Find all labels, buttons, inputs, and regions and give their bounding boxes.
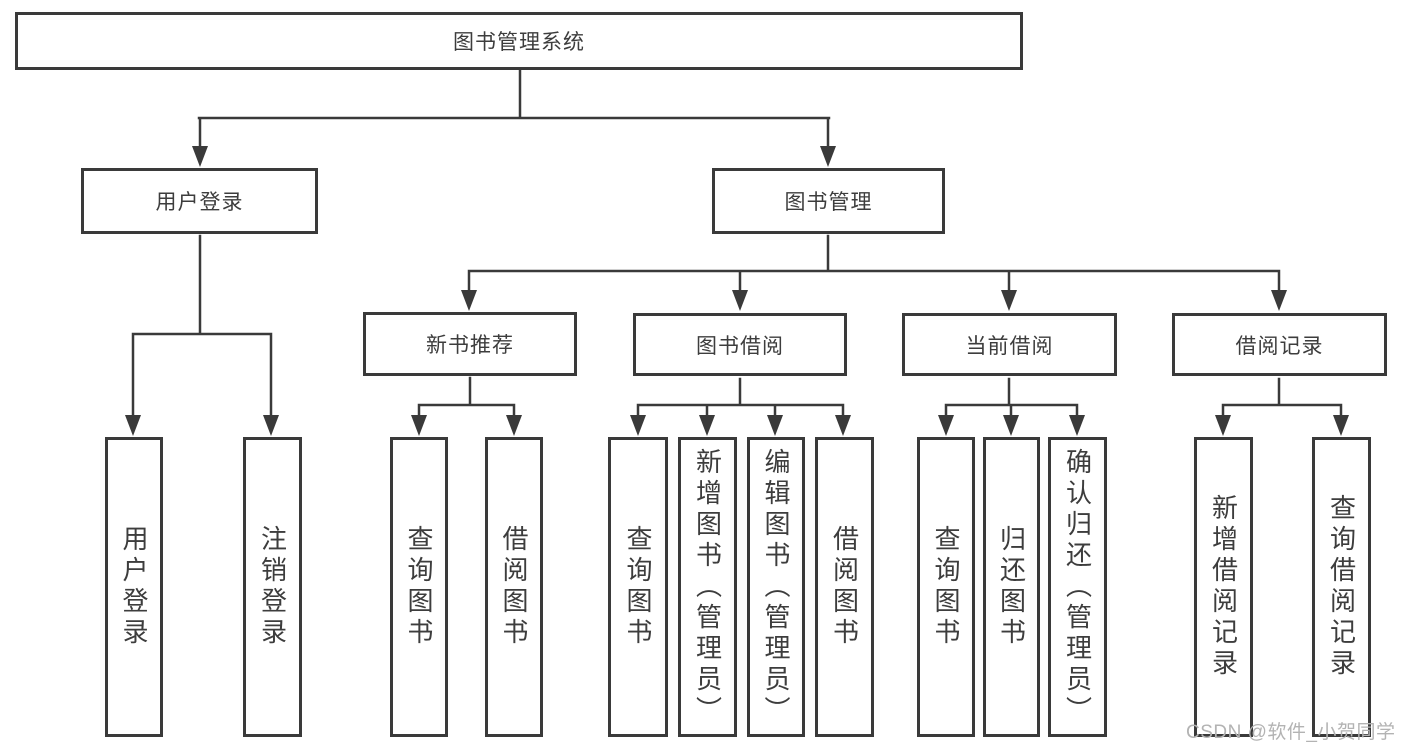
leaf-label: 查询图书 bbox=[623, 525, 653, 649]
leaf-label: 查询图书 bbox=[404, 525, 434, 649]
leaf-return-books: 归还图书 bbox=[983, 437, 1040, 737]
node-label: 图书借阅 bbox=[696, 334, 784, 358]
arrowhead-icon bbox=[125, 146, 1349, 436]
node-label: 图书管理系统 bbox=[453, 31, 585, 54]
leaf-add-books-admin: 新增图书（管理员） bbox=[678, 437, 737, 737]
leaf-label: 借阅图书 bbox=[829, 525, 860, 649]
leaf-confirm-return-admin: 确认归还（管理员） bbox=[1048, 437, 1107, 737]
leaf-label: 借阅图书 bbox=[499, 525, 529, 649]
node-label: 新书推荐 bbox=[426, 334, 514, 357]
node-library-management-system: 图书管理系统 bbox=[15, 12, 1023, 70]
leaf-label: 注销登录 bbox=[257, 525, 288, 649]
leaf-query-books-current: 查询图书 bbox=[917, 437, 975, 737]
leaf-query-books-borrowing: 查询图书 bbox=[608, 437, 668, 737]
node-label: 用户登录 bbox=[155, 191, 244, 214]
node-user-login: 用户登录 bbox=[81, 168, 318, 234]
node-current-borrowing: 当前借阅 bbox=[902, 313, 1117, 376]
leaf-query-books-recommend: 查询图书 bbox=[390, 437, 448, 737]
leaf-label: 确认归还（管理员） bbox=[1062, 447, 1093, 727]
leaf-label: 用户登录 bbox=[119, 525, 149, 649]
leaf-borrow-books: 借阅图书 bbox=[815, 437, 874, 737]
node-label: 借阅记录 bbox=[1235, 334, 1324, 358]
leaf-label: 编辑图书（管理员） bbox=[761, 447, 791, 727]
node-label: 当前借阅 bbox=[965, 334, 1054, 358]
node-new-book-recommend: 新书推荐 bbox=[363, 312, 577, 376]
leaf-user-login: 用户登录 bbox=[105, 437, 163, 737]
node-book-management: 图书管理 bbox=[712, 168, 945, 234]
node-book-borrowing: 图书借阅 bbox=[633, 313, 847, 376]
leaf-logout: 注销登录 bbox=[243, 437, 302, 737]
leaf-label: 查询图书 bbox=[931, 525, 961, 649]
leaf-label: 归还图书 bbox=[996, 525, 1027, 649]
leaf-label: 新增图书（管理员） bbox=[692, 447, 723, 727]
connector-line bbox=[131, 68, 1343, 422]
leaf-add-borrow-record: 新增借阅记录 bbox=[1194, 437, 1253, 737]
node-label: 图书管理 bbox=[784, 191, 873, 214]
leaf-borrow-books-recommend: 借阅图书 bbox=[485, 437, 543, 737]
leaf-query-borrow-record: 查询借阅记录 bbox=[1312, 437, 1371, 737]
leaf-edit-books-admin: 编辑图书（管理员） bbox=[747, 437, 805, 737]
node-borrowing-records: 借阅记录 bbox=[1172, 313, 1387, 376]
leaf-label: 新增借阅记录 bbox=[1208, 494, 1239, 680]
watermark: CSDN @软件_小贺同学 bbox=[1186, 722, 1396, 743]
leaf-label: 查询借阅记录 bbox=[1326, 494, 1357, 680]
